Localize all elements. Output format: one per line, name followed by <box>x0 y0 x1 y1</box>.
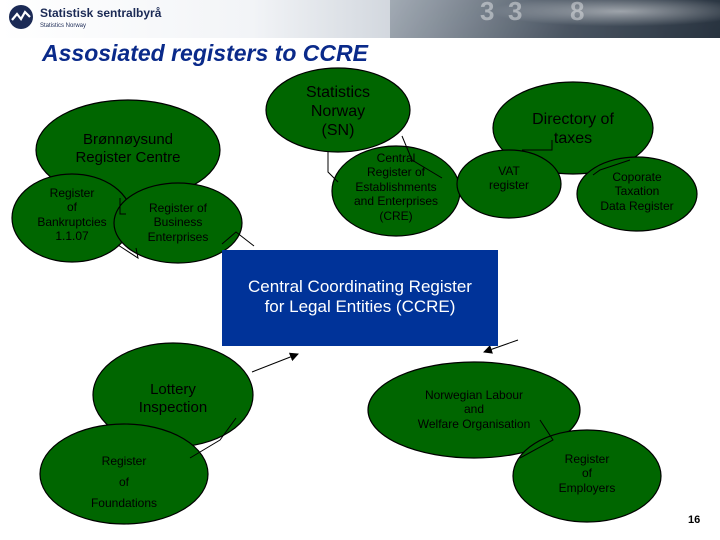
logo-name: Statistisk sentralbyrå <box>40 6 162 20</box>
ellipse-foundations <box>39 423 209 525</box>
nav-label-line: Welfare Organisation <box>417 416 531 431</box>
ssb-logo-icon <box>9 5 33 29</box>
bankruptcies-label-line: Bankruptcies <box>37 214 107 229</box>
bronnoysund-label-line: Brønnøysund <box>82 131 174 148</box>
employers-label: Register of Employers <box>547 452 627 495</box>
connector-bronnoysund-bankruptcies <box>119 198 126 215</box>
ccre-label-line: Central Coordinating Register <box>248 277 472 296</box>
bankruptcies-label: Register of Bankruptcies 1.1.07 <box>27 186 117 244</box>
connector-ssb-cre <box>327 152 339 183</box>
arrow-to-ccre-right <box>483 339 519 354</box>
ssb-label-line: Statistics <box>305 84 370 101</box>
lottery-label-line: Lottery <box>150 381 196 398</box>
ellipse-business <box>113 182 243 264</box>
connector-lottery-foundations <box>189 417 237 459</box>
decor-digit: 8 <box>570 0 585 26</box>
bronnoysund-label: Brønnøysund Register Centre <box>48 131 208 167</box>
ccre-label-line: for Legal Entities (CCRE) <box>264 297 456 317</box>
ellipse-employers <box>512 429 662 523</box>
vat-label-line: register <box>488 178 529 193</box>
taxation-label-line: Taxation <box>614 184 660 199</box>
taxation-label: Coporate Taxation Data Register <box>587 170 687 213</box>
cre-label-line: and Enterprises <box>353 194 439 209</box>
vat-label-line: VAT <box>498 164 520 178</box>
employers-label-line: Register <box>564 452 610 466</box>
ssb-label-line: Norway <box>310 103 366 121</box>
vat-label: VAT register <box>469 164 549 193</box>
arrow-to-ccre-left <box>251 352 299 373</box>
cre-label-line: Central <box>376 151 416 165</box>
connector-taxes-vat <box>522 140 553 151</box>
lottery-label-line: Inspection <box>138 399 208 416</box>
connector-taxes-taxation <box>592 159 631 176</box>
nav-label-line: and <box>463 402 485 417</box>
taxation-label-line: Data Register <box>600 198 674 213</box>
business-label-line: Register of <box>148 201 208 215</box>
foundations-label-line: Foundations <box>90 496 158 510</box>
header-decoration: 3 3 8 <box>390 0 720 38</box>
connector-nav-employers <box>519 419 554 459</box>
business-label-line: Enterprises <box>147 229 209 244</box>
ellipse-ssb <box>265 67 411 153</box>
page-number: 16 <box>688 514 701 526</box>
business-label-line: Business <box>153 215 203 230</box>
logo-subtitle: Statistics Norway <box>40 23 87 29</box>
ccre-label: Central Coordinating Register for Legal … <box>222 277 498 318</box>
nav-label: Norwegian Labour and Welfare Organisatio… <box>399 388 549 431</box>
ssb-label: Statistics Norway (SN) <box>288 83 388 141</box>
ellipse-directory-of-taxes <box>492 81 654 175</box>
cre-label-line: Register of <box>366 165 426 180</box>
slide-title: Assosiated registers to CCRE <box>42 40 368 66</box>
ellipse-taxation <box>576 156 698 232</box>
bronnoysund-label-line: Register Centre <box>75 149 181 166</box>
logo: Statistisk sentralbyrå Statistics Norway <box>8 4 161 30</box>
bankruptcies-label-line: of <box>66 200 77 215</box>
taxes-label-line: taxes <box>553 130 593 148</box>
taxes-label-line: Directory of <box>532 111 614 128</box>
employers-label-line: of <box>581 466 592 481</box>
business-label: Register of Business Enterprises <box>133 201 223 244</box>
bankruptcies-label-line: 1.1.07 <box>55 229 89 244</box>
directory-of-taxes-label: Directory of taxes <box>503 110 643 148</box>
connector-ssb-center <box>221 231 255 247</box>
cre-label: Central Register of Establishments and E… <box>336 151 456 223</box>
ccre-box <box>222 250 498 346</box>
decor-digit: 3 <box>480 0 495 26</box>
foundations-label-line: of <box>118 475 129 489</box>
employers-label-line: Employers <box>558 480 616 495</box>
bankruptcies-label-line: Register <box>49 186 95 200</box>
ellipse-nav <box>367 361 581 459</box>
lottery-label: Lottery Inspection <box>113 381 233 417</box>
nav-label-line: Norwegian Labour <box>424 388 524 402</box>
foundations-label-line: Register <box>101 454 147 468</box>
ellipse-vat <box>456 149 562 219</box>
foundations-label: Register of Foundations <box>79 451 169 514</box>
taxation-label-line: Coporate <box>612 170 662 184</box>
connector-bankruptcies-business <box>117 244 139 260</box>
decor-digit: 3 <box>508 0 523 26</box>
cre-label-line: (CRE) <box>379 208 413 223</box>
ssb-label-line: (SN) <box>321 122 355 140</box>
cre-label-line: Establishments <box>355 179 437 194</box>
connector-cre-ssb <box>401 135 443 179</box>
